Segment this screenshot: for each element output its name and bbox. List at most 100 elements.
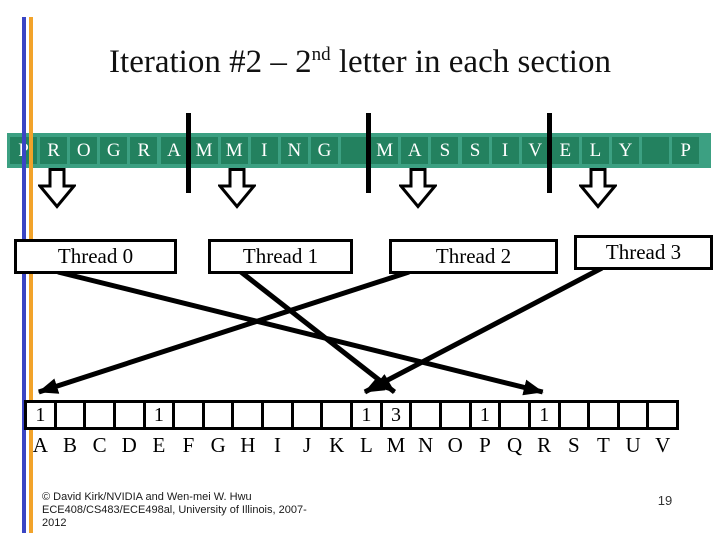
slide-number: 19 xyxy=(657,493,673,508)
title-prefix: Iteration #2 – 2 xyxy=(109,44,312,80)
input-cell-letter: R xyxy=(47,139,60,161)
histogram-cell xyxy=(557,400,591,430)
input-cell-letter: Y xyxy=(618,139,633,161)
histogram-bin-letter: O xyxy=(447,433,463,457)
histogram-bin-letter: G xyxy=(210,433,226,457)
histogram-cell xyxy=(83,400,116,430)
input-cell: Y xyxy=(612,137,639,164)
input-cell-letter: V xyxy=(528,139,543,161)
histogram-bin-letter: P xyxy=(479,433,491,457)
histogram-bin-letter: F xyxy=(182,433,195,457)
thread-box: Thread 2 xyxy=(389,239,558,274)
histogram-bin-letter: M xyxy=(386,433,406,457)
histogram-cell: 1 xyxy=(142,400,176,430)
input-cell: O xyxy=(70,137,98,164)
section-divider-bar xyxy=(185,113,191,193)
input-cell: I xyxy=(491,137,519,164)
histogram-count: 1 xyxy=(361,403,372,426)
input-cell-letter: G xyxy=(106,139,121,161)
input-cell: A xyxy=(401,137,429,164)
input-cell: L xyxy=(581,137,609,164)
left-accent-stripe-orange-icon xyxy=(29,17,33,533)
histogram-cell xyxy=(261,400,294,430)
histogram-bin-letter: V xyxy=(655,433,671,457)
input-cell: R xyxy=(130,137,158,164)
thread-box: Thread 3 xyxy=(574,235,713,270)
histogram-bin-letter: D xyxy=(121,433,137,457)
histogram-cell xyxy=(409,400,442,430)
input-cell-letter: P xyxy=(680,139,691,161)
histogram-bin-letter: R xyxy=(537,433,552,457)
footer-line: 2012 xyxy=(42,517,67,529)
histogram-bin-letter: B xyxy=(62,433,77,457)
thread-box: Thread 0 xyxy=(14,239,177,274)
thread-label: Thread 0 xyxy=(57,244,134,268)
left-accent-stripe-blue-icon xyxy=(22,17,26,533)
histogram-cell xyxy=(587,400,620,430)
histogram-cell xyxy=(646,400,680,430)
input-cell: A xyxy=(160,137,188,164)
histogram-bin-letter: H xyxy=(240,433,256,457)
input-cell: S xyxy=(461,137,489,164)
input-cell: G xyxy=(100,137,128,164)
input-cell: M xyxy=(220,137,248,164)
histogram-count: 1 xyxy=(539,403,550,426)
input-cell: N xyxy=(280,137,308,164)
input-cell: G xyxy=(311,137,338,164)
histogram-bin-letter: J xyxy=(302,433,312,457)
histogram-bin-letter: C xyxy=(92,433,107,457)
input-cell-letter: L xyxy=(589,139,602,161)
thread-box: Thread 1 xyxy=(208,239,353,274)
input-cell-letter: A xyxy=(407,139,422,161)
thread-label: Thread 2 xyxy=(435,244,512,268)
histogram-cell xyxy=(53,400,87,430)
thread-to-bin-arrow xyxy=(57,269,544,396)
page-title: Iteration #2 – 2nd letter in each sectio… xyxy=(0,44,720,81)
histogram-cell xyxy=(290,400,324,430)
input-cell: M xyxy=(190,137,218,164)
input-cell-letter: I xyxy=(501,139,509,161)
section-divider-bar xyxy=(366,113,372,193)
histogram-bin-letter: Q xyxy=(506,433,523,457)
histogram-cell: 1 xyxy=(24,400,57,430)
input-cell xyxy=(642,137,670,164)
histogram-bin-letter: L xyxy=(359,433,373,457)
input-cell-letter: G xyxy=(317,139,332,161)
input-cell-letter: S xyxy=(469,139,481,161)
input-cell-letter: I xyxy=(261,139,268,161)
input-cell: P xyxy=(672,137,700,164)
histogram-bin-letter: T xyxy=(597,433,610,457)
histogram-count: 1 xyxy=(153,403,164,426)
title-superscript: nd xyxy=(311,44,331,65)
footer-line: © David Kirk/NVIDIA and Wen-mei W. Hwu xyxy=(42,491,252,503)
section-divider-bar xyxy=(547,113,552,193)
current-letter-down-arrow-icon xyxy=(36,168,77,214)
input-cell: R xyxy=(40,137,68,164)
input-cell-letter: S xyxy=(439,139,451,161)
histogram-cell xyxy=(616,400,650,430)
histogram-cell xyxy=(438,400,472,430)
input-cell: I xyxy=(250,137,278,164)
input-letter-band: PROGRAMMINGMASSIVELYP xyxy=(7,133,711,168)
histogram-cell xyxy=(231,400,265,430)
histogram-count: 1 xyxy=(479,403,490,426)
input-cell-letter: M xyxy=(376,139,394,161)
histogram-cell: 1 xyxy=(350,400,383,430)
thread-label: Thread 3 xyxy=(605,240,682,264)
current-letter-down-arrow-icon xyxy=(578,168,619,214)
histogram-bin-letter: S xyxy=(567,433,580,457)
histogram-cell: 1 xyxy=(527,400,561,430)
input-cell-letter: O xyxy=(76,139,91,161)
input-cell-letter: R xyxy=(137,139,151,161)
input-cell xyxy=(341,137,369,164)
histogram-cell: 1 xyxy=(468,400,502,430)
title-suffix: letter in each section xyxy=(330,44,611,80)
current-letter-down-arrow-icon xyxy=(216,168,258,214)
histogram-bin-letter: N xyxy=(418,433,434,457)
thread-label: Thread 1 xyxy=(242,244,319,268)
thread-to-bin-arrow xyxy=(363,265,604,395)
footer-line: ECE408/CS483/ECE498al, University of Ill… xyxy=(42,504,307,516)
histogram-cell xyxy=(112,400,146,430)
copyright-footer: © David Kirk/NVIDIA and Wen-mei W. Hwu E… xyxy=(42,491,382,530)
